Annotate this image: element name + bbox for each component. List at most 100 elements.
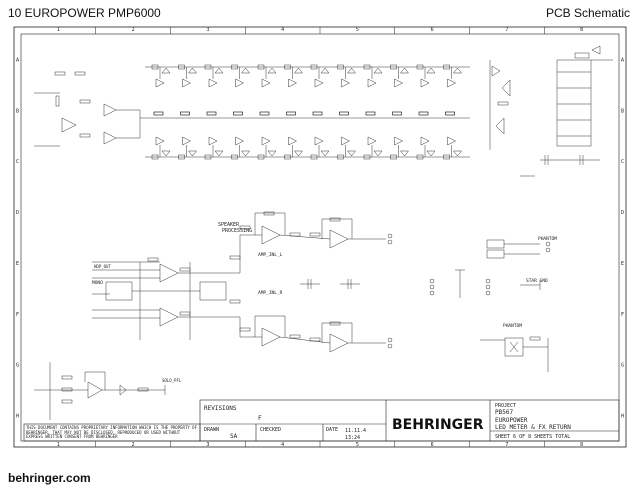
description-line-2: LED METER & FX RETURN — [495, 424, 571, 431]
column-marker-5-top: 5 — [356, 27, 359, 33]
led-comparator — [367, 78, 377, 88]
led-resistor — [151, 154, 159, 160]
column-marker-6-top: 6 — [431, 27, 434, 33]
led-resistor — [416, 154, 424, 160]
led-comparator — [208, 78, 218, 88]
column-marker-7-top: 7 — [505, 27, 508, 33]
led-divider-resistor — [445, 111, 455, 116]
led-resistor — [390, 64, 397, 70]
led-diode — [399, 67, 410, 74]
led-comparator — [208, 136, 218, 146]
label-star-gnd: STAR GND — [526, 278, 548, 284]
row-marker-E-right: E — [621, 261, 624, 267]
led-comparator — [341, 78, 351, 88]
led-top-row — [151, 64, 463, 116]
led-divider-resistor — [180, 111, 190, 116]
led-resistor — [363, 154, 371, 160]
led-comparator — [288, 78, 298, 88]
led-diode — [214, 67, 224, 74]
led-divider-resistor — [392, 111, 402, 116]
project-label: PROJECT — [495, 403, 516, 409]
led-diode — [426, 67, 436, 74]
title-block — [23, 399, 620, 442]
led-diode — [452, 67, 463, 74]
led-diode — [267, 67, 277, 74]
column-marker-5-bottom: 5 — [356, 442, 359, 448]
led-comparator — [394, 78, 404, 88]
led-comparator — [420, 78, 430, 88]
led-diode — [161, 67, 171, 74]
led-divider-resistor — [259, 111, 270, 116]
column-marker-1-top: 1 — [57, 27, 60, 33]
led-diode — [373, 67, 383, 74]
row-marker-B-right: B — [621, 108, 624, 114]
led-divider-resistor — [153, 111, 164, 116]
led-resistor — [390, 154, 397, 160]
column-marker-2-top: 2 — [132, 27, 135, 33]
row-marker-G-left: G — [16, 363, 19, 369]
led-resistor — [204, 64, 212, 70]
row-marker-C-right: C — [621, 159, 624, 165]
row-marker-G-right: G — [621, 363, 624, 369]
led-divider-resistor — [259, 111, 270, 116]
label-amp-inl-r: AMP_INL_R — [258, 290, 283, 296]
led-resistor — [257, 64, 265, 70]
led-diode — [426, 150, 436, 157]
led-resistor — [337, 154, 344, 160]
proprietary-notice: THIS DOCUMENT CONTAINS PROPRIETARY INFOR… — [26, 425, 197, 440]
led-comparator — [235, 136, 245, 146]
row-marker-H-right: H — [621, 414, 624, 420]
label-hdp-out: HDP_OUT — [94, 264, 111, 269]
drawn-by: SA — [230, 433, 238, 440]
time-value: 13:24 — [345, 435, 360, 441]
row-marker-A-right: A — [621, 57, 624, 63]
led-resistor — [204, 154, 212, 160]
led-diode — [293, 67, 304, 74]
row-marker-B-left: B — [16, 108, 19, 114]
led-comparator — [314, 78, 324, 88]
led-diode — [373, 150, 383, 157]
led-resistor — [443, 154, 450, 160]
column-marker-8-top: 8 — [580, 27, 583, 33]
led-divider-resistor — [233, 111, 243, 116]
label-mono: MONO — [92, 280, 103, 286]
led-divider-resistor — [445, 111, 455, 116]
led-resistor — [284, 154, 291, 160]
row-marker-E-left: E — [16, 261, 19, 267]
led-diode — [293, 150, 304, 157]
led-resistor — [231, 154, 238, 160]
led-resistor — [231, 64, 238, 70]
outer-frame — [13, 26, 627, 448]
sheet-info: SHEET 6 OF 8 SHEETS TOTAL — [495, 434, 570, 440]
label-solo-pfl: SOLO_PFL — [162, 378, 182, 383]
led-resistor — [178, 154, 185, 160]
column-marker-3-top: 3 — [206, 27, 209, 33]
led-divider-resistor — [233, 111, 243, 116]
led-divider-resistor — [286, 111, 296, 116]
led-diode — [452, 150, 463, 157]
website-footer: behringer.com — [8, 471, 91, 485]
led-divider-resistor — [153, 111, 164, 116]
project-value: PB567 — [495, 409, 513, 416]
column-marker-1-bottom: 1 — [57, 442, 60, 448]
brand-logo: BEHRINGER — [392, 417, 484, 433]
led-bottom-row — [151, 111, 463, 160]
led-resistor — [284, 64, 291, 70]
row-marker-C-left: C — [16, 159, 19, 165]
led-divider-resistor — [339, 111, 349, 116]
led-comparator — [235, 78, 245, 88]
led-divider-resistor — [365, 111, 376, 116]
led-divider-resistor — [286, 111, 296, 116]
row-marker-F-left: F — [16, 312, 19, 318]
led-diode — [399, 150, 410, 157]
led-diode — [214, 150, 224, 157]
led-comparator — [182, 78, 192, 88]
led-divider-resistor — [180, 111, 190, 116]
label-amp-inl-l: AMP_INL_L — [258, 252, 283, 258]
section-title: PCB Schematic — [545, 6, 630, 20]
led-divider-resistor — [418, 111, 429, 116]
